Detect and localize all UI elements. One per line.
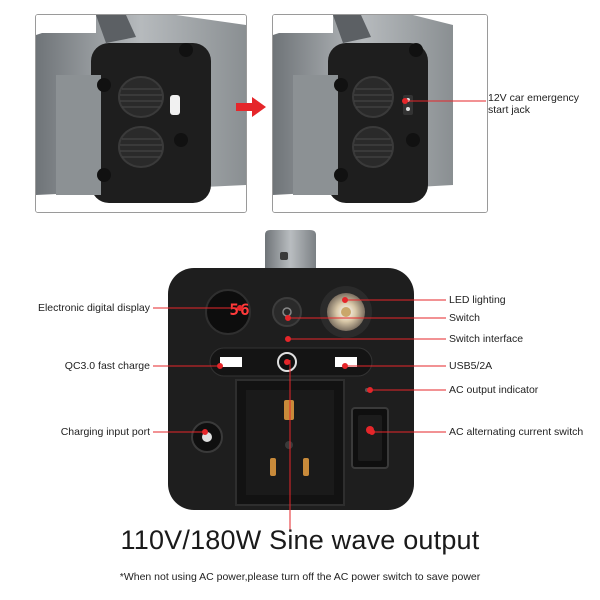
callout-ac-switch-label: AC alternating current switch — [449, 426, 584, 438]
callout-switch-interface-label: Switch interface — [449, 333, 524, 345]
headline-text: 110V/180W Sine wave output — [120, 525, 480, 555]
device-back-illustration-after — [273, 15, 487, 212]
callout-12v-jack-label: 12V car emergency start jack — [488, 92, 580, 116]
callout-qc-label: QC3.0 fast charge — [64, 360, 150, 372]
before-image-panel — [35, 14, 247, 213]
callout-led-label: LED lighting — [449, 294, 506, 306]
callout-usb-label: USB5/2A — [449, 360, 493, 372]
callout-ac-indicator-label: AC output indicator — [449, 384, 539, 396]
after-image-panel — [272, 14, 488, 213]
transition-arrow-icon — [236, 97, 266, 117]
digital-display-readout: 56 — [229, 300, 251, 319]
footnote-text: *When not using AC power,please turn off… — [119, 571, 481, 583]
device-back-illustration-before — [36, 15, 246, 212]
device-front-illustration — [168, 230, 414, 510]
callout-display-label: Electronic digital display — [37, 302, 150, 314]
callout-charging-label: Charging input port — [60, 426, 150, 438]
callout-switch-label: Switch — [449, 312, 480, 324]
